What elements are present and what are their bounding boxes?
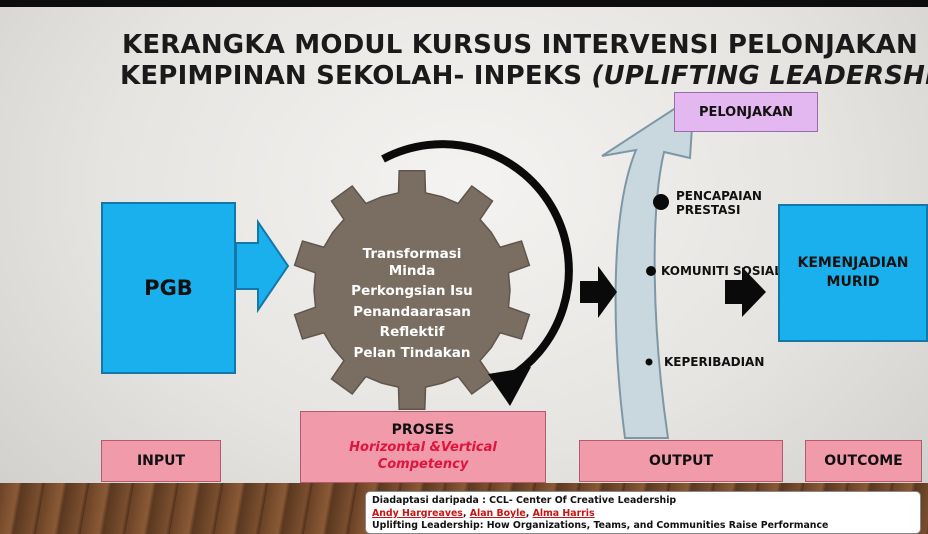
output-label-box: OUTPUT <box>579 440 783 482</box>
process-label-box: PROSES Horizontal &Vertical Competency <box>300 411 546 483</box>
gear-item: Pelan Tindakan <box>353 344 471 361</box>
kemenjadian-box: KEMENJADIAN MURID <box>778 204 928 342</box>
cycle-arrow-icon <box>381 140 573 386</box>
author-link[interactable]: Alan Boyle <box>469 507 526 519</box>
gear-text: Transformasi Minda Perkongsian Isu Penan… <box>312 244 512 363</box>
output-item: PRESTASI <box>676 203 741 217</box>
credit-box: Diadaptasi daripada : CCL- Center Of Cre… <box>365 491 921 534</box>
title-line-2: KEPIMPINAN SEKOLAH- INPEKS (UPLIFTING LE… <box>120 61 928 91</box>
pelonjakan-box: PELONJAKAN <box>674 92 818 132</box>
bullet-medium-icon <box>646 266 656 276</box>
cycle-arrowhead-icon <box>488 367 531 406</box>
output-to-outcome-arrow-icon <box>725 267 766 317</box>
bullet-small-icon <box>645 358 653 366</box>
process-sublabel-2: Competency <box>377 456 469 472</box>
output-item: KEPERIBADIAN <box>664 355 765 369</box>
bullet-large-icon <box>653 194 669 210</box>
author-link[interactable]: Andy Hargreaves <box>372 507 463 519</box>
input-label-box: INPUT <box>101 440 221 482</box>
process-sublabel-1: Horizontal &Vertical <box>349 439 497 455</box>
pgb-box: PGB <box>101 202 236 374</box>
kemenjadian-line-2: MURID <box>826 274 880 290</box>
input-label: INPUT <box>136 453 186 469</box>
output-label: OUTPUT <box>649 453 713 469</box>
credit-line-3: Uplifting Leadership: How Organizations,… <box>372 520 829 531</box>
credit-authors: Andy Hargreaves, Alan Boyle, Alma Harris <box>372 507 595 519</box>
title-line-2-text: KEPIMPINAN SEKOLAH- INPEKS <box>120 61 592 91</box>
author-link[interactable]: Alma Harris <box>532 507 595 519</box>
title-line-1: KERANGKA MODUL KURSUS INTERVENSI PELONJA… <box>122 30 918 60</box>
gear-item: Reflektif <box>379 324 445 340</box>
pelonjakan-label: PELONJAKAN <box>698 104 794 120</box>
credit-line-1: Diadaptasi daripada : CCL- Center Of Cre… <box>372 495 677 506</box>
kemenjadian-line-1: KEMENJADIAN <box>797 255 909 271</box>
outcome-label: OUTCOME <box>824 453 903 469</box>
pgb-label: PGB <box>144 276 193 300</box>
output-item: KOMUNITI SOSIAL <box>661 264 782 278</box>
title-line-2-italic: (UPLIFTING LEADERSHIP) <box>591 61 928 91</box>
outcome-label-box: OUTCOME <box>805 440 922 482</box>
gear-item: Penandaarasan <box>353 303 471 320</box>
gear-item: Transformasi <box>362 246 462 262</box>
process-label: PROSES <box>391 421 455 438</box>
input-arrow-icon <box>235 218 290 314</box>
output-item: PENCAPAIAN <box>676 189 762 203</box>
process-to-output-arrow-icon <box>580 266 617 318</box>
gear-icon <box>293 169 531 411</box>
top-bar <box>0 0 928 7</box>
gear-item: Perkongsian Isu <box>351 283 473 299</box>
gear-item: Minda <box>388 262 436 279</box>
